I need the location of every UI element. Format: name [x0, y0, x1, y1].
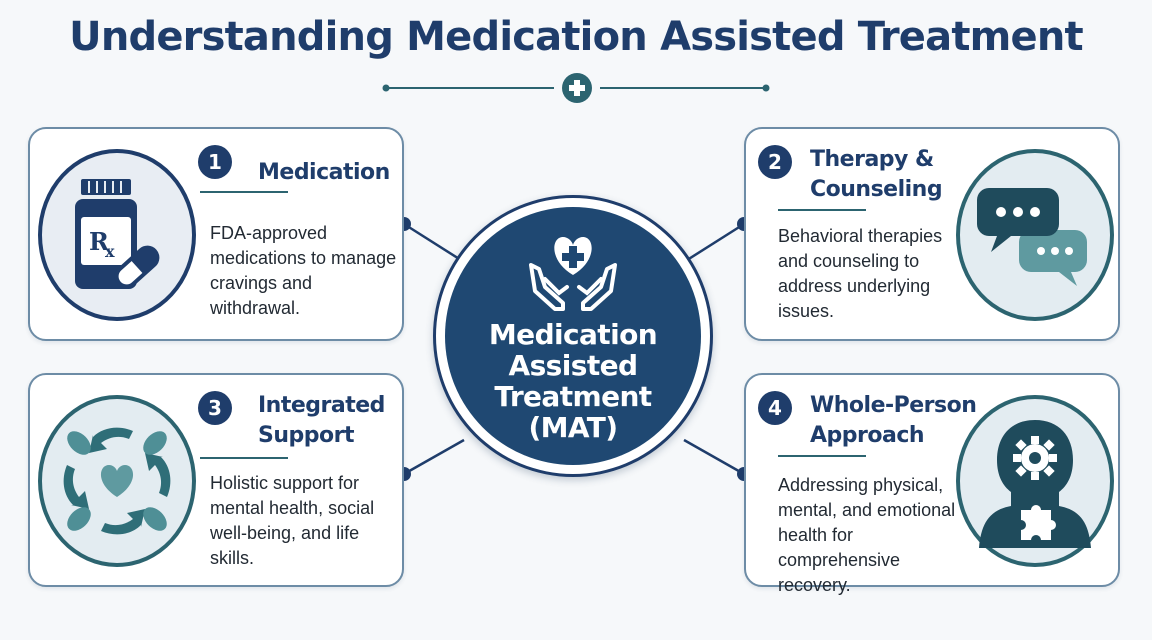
- prescription-bottle-icon: R x: [75, 179, 160, 289]
- head-gear-puzzle-icon: [979, 420, 1091, 548]
- step-number: 3: [198, 391, 232, 425]
- title-underline: [778, 209, 866, 211]
- puzzle-piece-icon: [1021, 505, 1056, 540]
- card-icon-disc: R x: [38, 149, 196, 321]
- speech-bubbles-icon: [977, 188, 1087, 286]
- plus-badge-icon: [562, 73, 592, 103]
- step-number: 2: [758, 145, 792, 179]
- page-title: Understanding Medication Assisted Treatm…: [69, 14, 1083, 60]
- card-icon-disc: [956, 395, 1114, 567]
- card-therapy-counseling: 2 Therapy & Counseling Behavioral therap…: [744, 127, 1120, 341]
- card-icon-disc: [38, 395, 196, 567]
- card-whole-person-approach: 4 Whole-Person Approach Addressing physi…: [744, 373, 1120, 595]
- title-underline: [200, 457, 288, 459]
- center-circle: Medication Assisted Treatment (MAT): [433, 195, 713, 477]
- card-description: Holistic support for mental health, soci…: [210, 473, 375, 568]
- card-title: Integrated Support: [258, 393, 385, 448]
- title-underline: [778, 455, 866, 457]
- title-underline: [200, 191, 288, 193]
- card-icon-disc: [956, 149, 1114, 321]
- card-description: FDA-approved medications to manage cravi…: [210, 223, 397, 318]
- center-label: Medication Assisted Treatment (MAT): [488, 318, 658, 444]
- gear-icon: [1013, 436, 1057, 480]
- svg-text:R: R: [89, 227, 110, 256]
- svg-text:x: x: [105, 242, 115, 261]
- heart-hands-icon: [529, 237, 617, 311]
- center-core: Medication Assisted Treatment (MAT): [445, 207, 701, 465]
- supporting-hands-icon: [63, 427, 171, 535]
- step-number: 1: [198, 145, 232, 179]
- card-title: Medication: [258, 160, 390, 185]
- card-description: Behavioral therapies and counseling to a…: [778, 226, 943, 321]
- title-divider: [382, 73, 770, 103]
- card-title: Therapy & Counseling: [810, 147, 943, 202]
- card-description: Addressing physical, mental, and emotion…: [778, 475, 956, 595]
- card-integrated-support: 3 Integrated Support Holistic support fo…: [28, 373, 404, 587]
- step-number: 4: [758, 391, 792, 425]
- card-medication: R x 1 Medication FDA-approved medication…: [28, 127, 404, 341]
- card-title: Whole-Person Approach: [810, 393, 977, 448]
